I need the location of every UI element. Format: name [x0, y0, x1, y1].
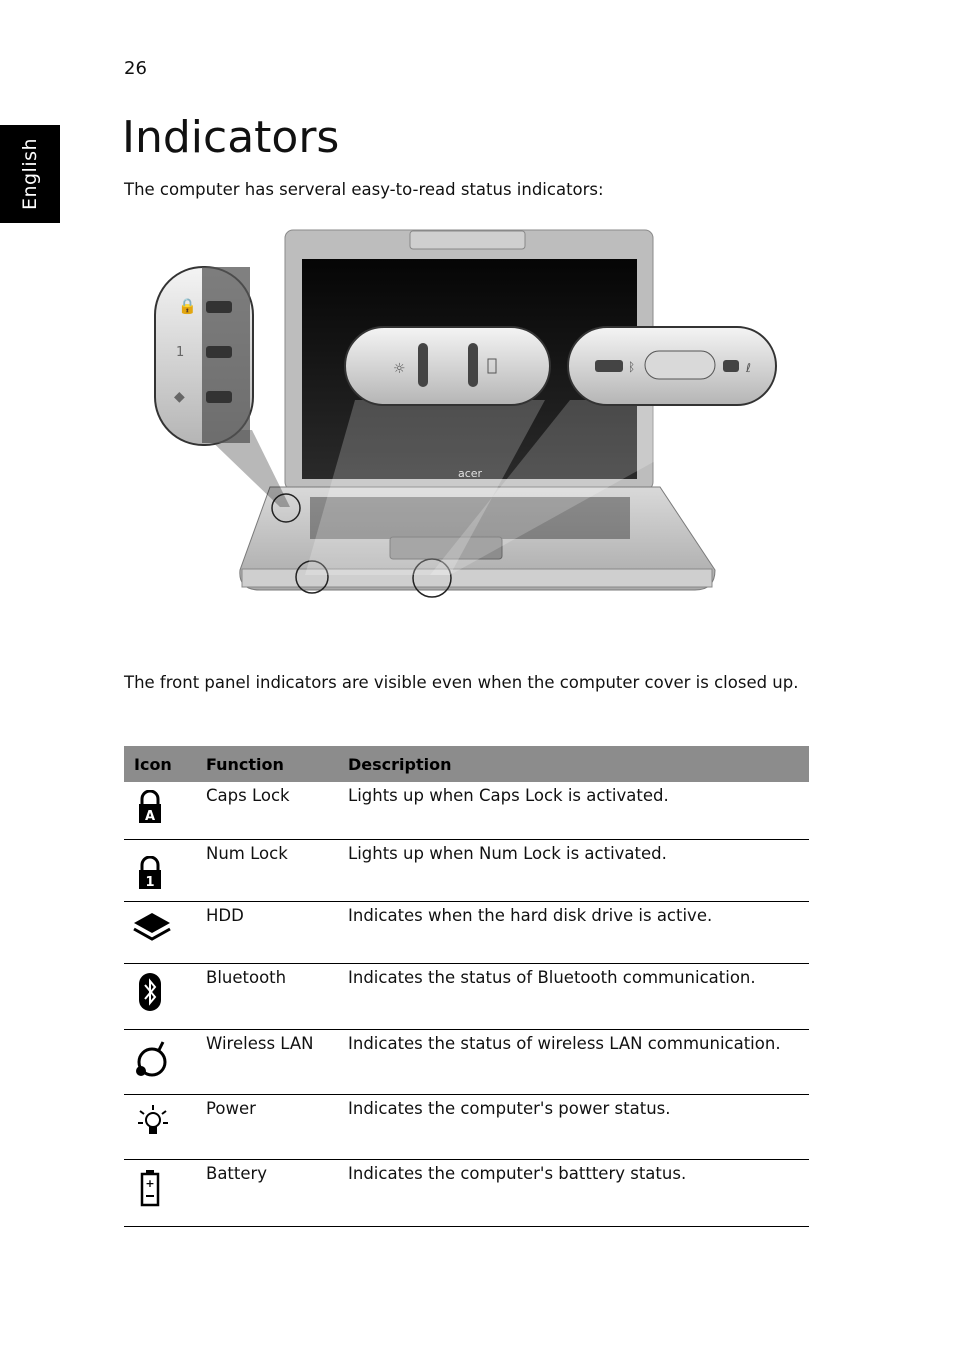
num-lock-icon: 1: [139, 855, 161, 890]
page-number: 26: [124, 58, 147, 79]
header-function: Function: [196, 746, 338, 782]
svg-text:+: +: [145, 1177, 154, 1190]
bluetooth-icon-cell: [124, 963, 196, 1030]
indicator-highlight-front-left: [295, 560, 329, 594]
webcam-hinge: [409, 230, 526, 250]
svg-text:A: A: [145, 809, 155, 824]
battery-icon-cell: +: [124, 1159, 196, 1227]
caps-lock-icon-cell: A: [124, 782, 196, 840]
touchpad: [389, 536, 503, 560]
language-tab: English: [0, 125, 60, 223]
hdd-icon-cell: [124, 901, 196, 964]
power-icon: [138, 1104, 168, 1134]
table-row: Power Indicates the computer's power sta…: [124, 1094, 809, 1160]
description-battery: Indicates the computer's batttery status…: [338, 1159, 809, 1227]
function-num-lock: Num Lock: [196, 839, 338, 902]
wireless-lan-icon: [136, 1040, 167, 1076]
callout-cone-right: [430, 400, 765, 575]
table-row: Bluetooth Indicates the status of Blueto…: [124, 963, 809, 1030]
indicators-table: Icon Function Description A Caps Lock Li…: [124, 746, 809, 1227]
table-row: 1 Num Lock Lights up when Num Lock is ac…: [124, 839, 809, 902]
function-caps-lock: Caps Lock: [196, 782, 338, 840]
svg-text:1: 1: [145, 875, 154, 890]
caps-lock-icon: A: [139, 790, 161, 824]
function-power: Power: [196, 1094, 338, 1160]
table-row: HDD Indicates when the hard disk drive i…: [124, 901, 809, 964]
power-icon-cell: [124, 1094, 196, 1160]
header-description: Description: [338, 746, 809, 782]
svg-text:1: 1: [176, 345, 184, 360]
indicator-highlight-front-right: [412, 558, 452, 598]
function-wireless-lan: Wireless LAN: [196, 1029, 338, 1095]
function-hdd: HDD: [196, 901, 338, 964]
laptop-indicators-illustration: acer 🔒 1 ◆ ☼ ᛒ ℓ: [154, 229, 777, 598]
bluetooth-icon: [139, 972, 161, 1011]
description-wireless-lan: Indicates the status of wireless LAN com…: [338, 1029, 809, 1095]
callout-power-battery: [344, 326, 551, 406]
language-tab-label: English: [19, 137, 42, 211]
description-bluetooth: Indicates the status of Bluetooth commun…: [338, 963, 809, 1030]
callout-cone-left: [200, 430, 290, 507]
svg-text:🔒: 🔒: [178, 297, 197, 315]
page-title: Indicators: [122, 112, 340, 163]
description-hdd: Indicates when the hard disk drive is ac…: [338, 901, 809, 964]
header-icon: Icon: [124, 746, 196, 782]
intro-text: The computer has serveral easy-to-read s…: [124, 180, 604, 199]
table-row: Wireless LAN Indicates the status of wir…: [124, 1029, 809, 1095]
table-row: + Battery Indicates the computer's battt…: [124, 1159, 809, 1227]
front-panel: [241, 568, 713, 588]
function-battery: Battery: [196, 1159, 338, 1227]
battery-icon: +: [140, 1169, 160, 1206]
svg-text:◆: ◆: [174, 389, 185, 405]
table-row: A Caps Lock Lights up when Caps Lock is …: [124, 782, 809, 840]
num-lock-icon-cell: 1: [124, 839, 196, 902]
wireless-lan-icon-cell: [124, 1029, 196, 1095]
laptop-logo: acer: [458, 467, 483, 480]
description-power: Indicates the computer's power status.: [338, 1094, 809, 1160]
keyboard: [310, 497, 630, 539]
svg-text:ᛒ: ᛒ: [628, 360, 635, 374]
function-bluetooth: Bluetooth: [196, 963, 338, 1030]
indicator-highlight-left: [271, 493, 301, 523]
front-panel-note: The front panel indicators are visible e…: [124, 673, 799, 692]
svg-text:ℓ: ℓ: [745, 361, 751, 375]
hdd-icon: [133, 912, 171, 941]
description-num-lock: Lights up when Num Lock is activated.: [338, 839, 809, 902]
description-caps-lock: Lights up when Caps Lock is activated.: [338, 782, 809, 840]
table-header-row: Icon Function Description: [124, 746, 809, 782]
callout-cone-middle: [305, 400, 545, 575]
svg-text:☼: ☼: [393, 361, 406, 377]
